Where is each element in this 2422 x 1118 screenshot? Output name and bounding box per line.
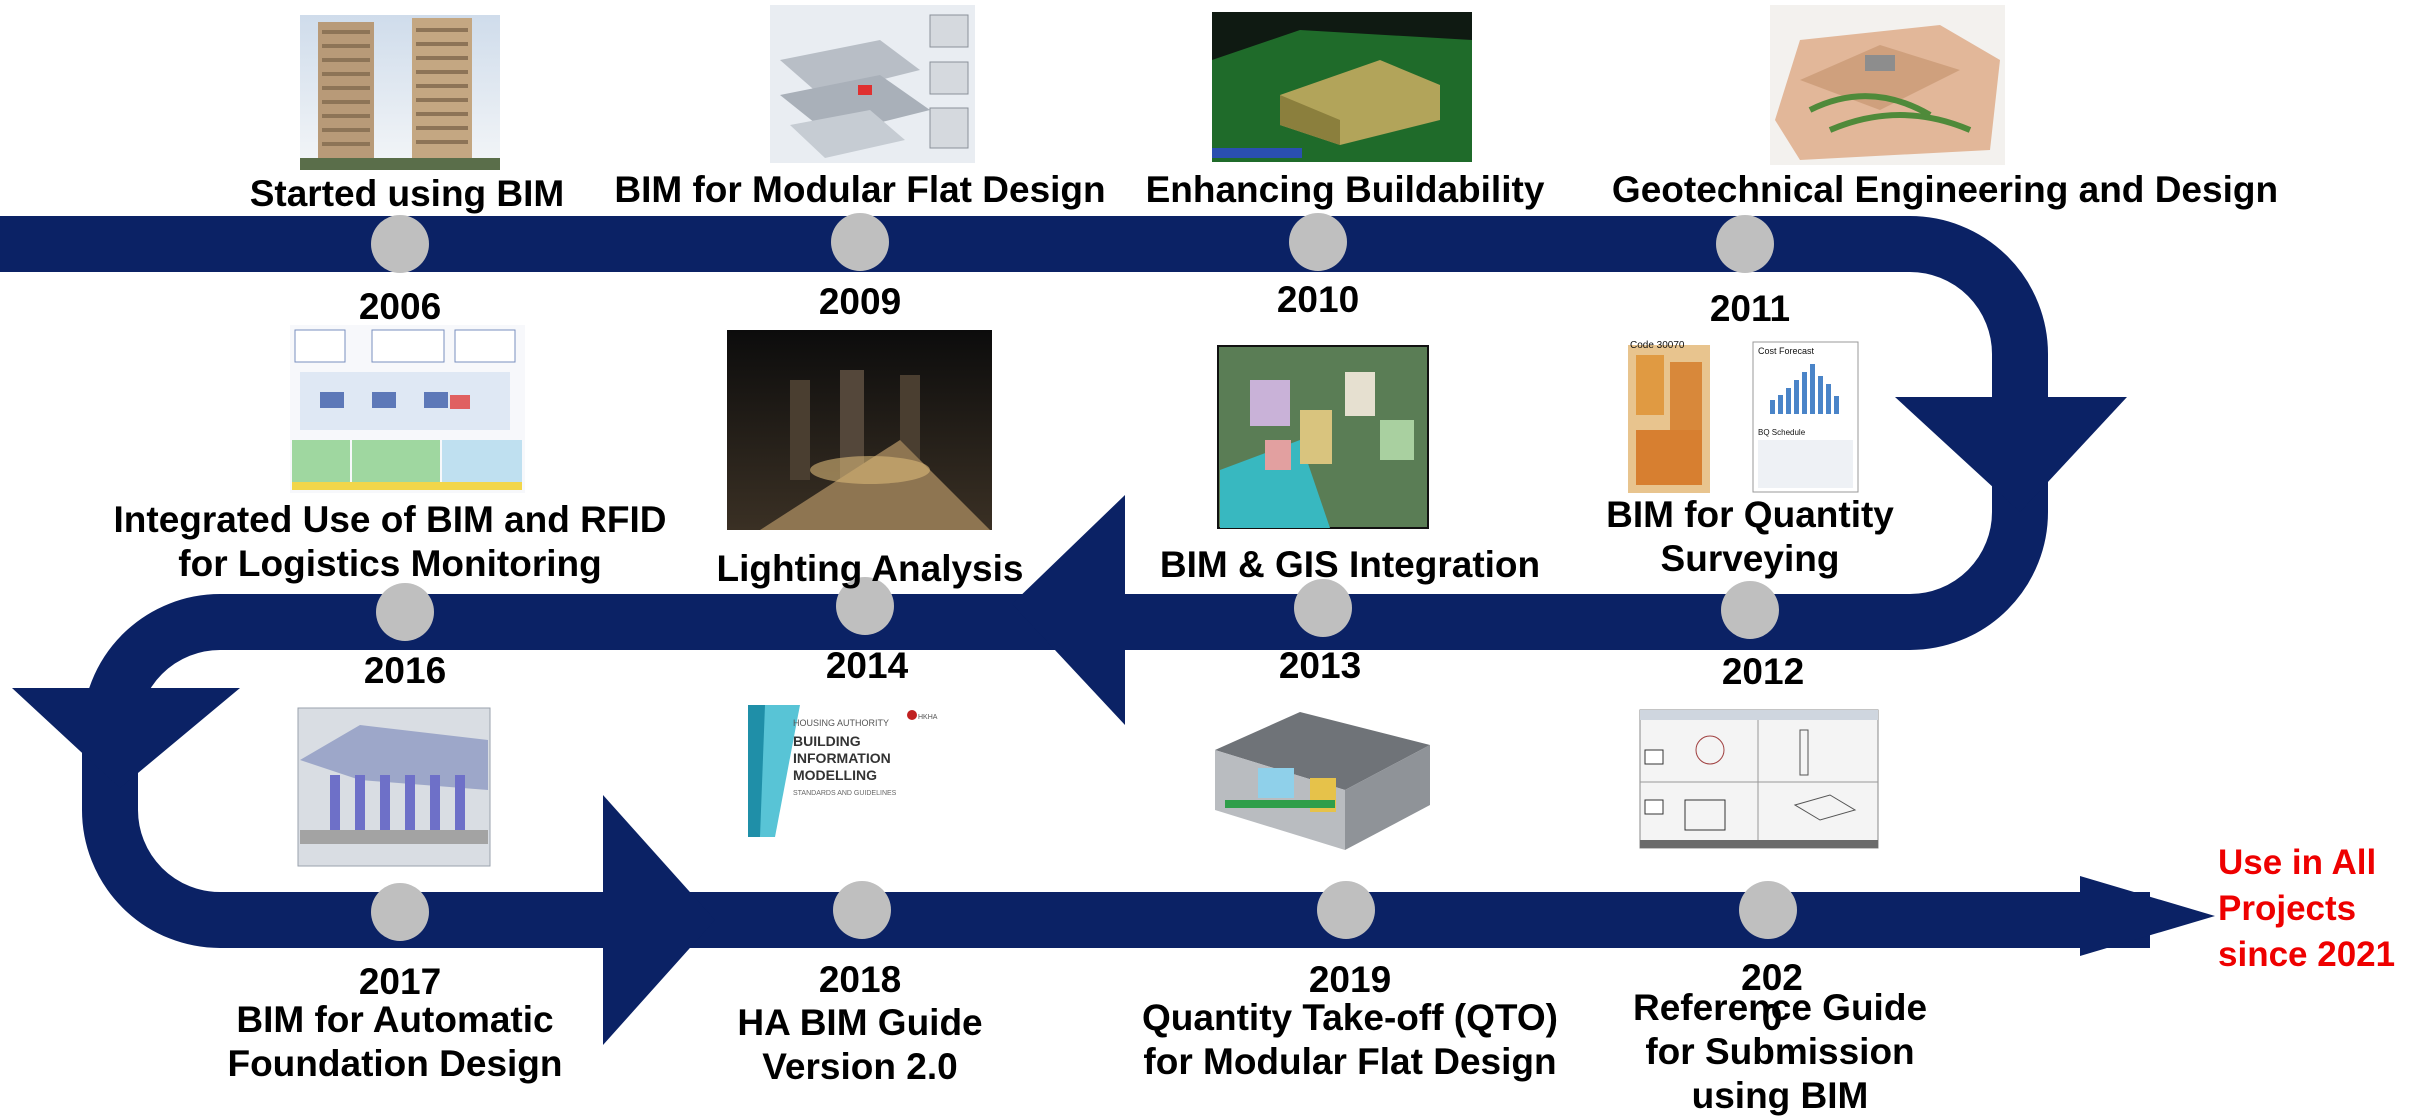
label-2017: BIM for Automatic Foundation Design (195, 998, 595, 1086)
label-2012: BIM for Quantity Surveying (1580, 493, 1920, 581)
final-statement: Use in All Projects since 2021 (2218, 840, 2418, 978)
label-2006: Started using BIM (249, 173, 565, 214)
buildability-model (1212, 12, 1472, 162)
guide-line-5: STANDARDS AND GUIDELINES (793, 790, 897, 797)
node-circles (371, 213, 1797, 941)
foundation-model (297, 707, 491, 867)
year-2016: 2016 (363, 650, 447, 691)
guide-line-2: BUILDING (793, 733, 861, 749)
quantity-surveying-panel (1628, 341, 1859, 493)
qto-model (1205, 705, 1437, 875)
node-2011 (1716, 215, 1774, 273)
arrow-right-lower (603, 795, 715, 1045)
label-2019: Quantity Take-off (QTO) for Modular Flat… (1120, 996, 1580, 1084)
label-2014: Lighting Analysis (716, 548, 1024, 589)
node-2014 (836, 577, 894, 635)
year-2020-line-1: 202 (1741, 957, 1803, 998)
label-2020-line-2: for Submission (1645, 1031, 1915, 1072)
label-2012-line-1: BIM for Quantity (1606, 494, 1894, 535)
year-2014: 2014 (825, 645, 909, 686)
gis-map (1217, 345, 1429, 529)
final-line-3: since 2021 (2218, 935, 2396, 974)
label-2011: Geotechnical Engineering and Design (1611, 169, 2279, 210)
geotechnical-model (1770, 5, 2005, 165)
guide-line-1: HOUSING AUTHORITY (793, 718, 889, 728)
label-2009: BIM for Modular Flat Design (614, 169, 1106, 210)
year-2006: 2006 (358, 286, 442, 327)
qs-table-title: BQ Schedule (1758, 428, 1806, 437)
lighting-render (727, 330, 992, 530)
qs-chart-title: Cost Forecast (1758, 346, 1815, 356)
final-line-1: Use in All (2218, 843, 2377, 882)
label-2012-line-2: Surveying (1660, 538, 1840, 579)
final-line-2: Projects (2218, 889, 2357, 928)
qs-code-label: Code 30070 (1630, 340, 1685, 351)
label-2020-line-3: using BIM (1691, 1075, 1869, 1116)
node-2019 (1317, 881, 1375, 939)
node-2009 (831, 213, 889, 271)
towers-photo (300, 15, 500, 170)
guide-line-4: MODELLING (793, 767, 877, 783)
year-2011: 2011 (1709, 288, 1791, 329)
label-2016-line-1: Integrated Use of BIM and RFID (113, 499, 667, 540)
node-2020 (1739, 881, 1797, 939)
bim-guide-cover: HOUSING AUTHORITY BUILDING INFORMATION M… (748, 705, 938, 837)
modular-flat-model (770, 5, 975, 163)
label-2019-line-1: Quantity Take-off (QTO) (1142, 997, 1558, 1038)
year-2020-line-2: 0 (1761, 997, 1783, 1038)
year-2013: 2013 (1278, 645, 1362, 686)
guide-line-3: INFORMATION (793, 750, 891, 766)
year-2017: 2017 (358, 961, 442, 1002)
reference-guide-screenshot (1639, 709, 1879, 849)
label-2013: BIM & GIS Integration (1159, 544, 1541, 585)
year-2020: 202 0 (1697, 958, 1847, 1038)
rfid-diagram (290, 325, 525, 493)
year-2018: 2018 (818, 959, 902, 1000)
label-2018: HA BIM Guide Version 2.0 (690, 1001, 1030, 1089)
label-2018-line-1: HA BIM Guide (737, 1002, 983, 1043)
year-2010: 2010 (1276, 279, 1360, 320)
guide-logo: HKHA (918, 714, 938, 721)
node-2012 (1721, 581, 1779, 639)
label-2016: Integrated Use of BIM and RFID for Logis… (90, 498, 690, 586)
year-2012: 2012 (1721, 651, 1805, 692)
label-2016-line-2: for Logistics Monitoring (178, 543, 602, 584)
arrow-end (2080, 876, 2215, 956)
label-2010: Enhancing Buildability (1145, 169, 1545, 210)
label-2018-line-2: Version 2.0 (762, 1046, 958, 1087)
node-2018 (833, 881, 891, 939)
year-2019: 2019 (1308, 959, 1392, 1000)
arrow-down-right (1895, 397, 2127, 512)
arrow-down-left (12, 688, 240, 788)
node-2017 (371, 883, 429, 941)
label-2020-line-1: Reference Guide (1632, 987, 1928, 1028)
label-2017-line-1: BIM for Automatic (236, 999, 554, 1040)
label-2020: Reference Guide for Submission using BIM (1620, 986, 1940, 1118)
arrow-left-middle (1012, 495, 1125, 725)
label-2017-line-2: Foundation Design (227, 1043, 563, 1084)
node-2006 (371, 215, 429, 273)
year-2009: 2009 (818, 281, 902, 322)
label-2019-line-2: for Modular Flat Design (1143, 1041, 1557, 1082)
node-2016 (376, 583, 434, 641)
node-2010 (1289, 213, 1347, 271)
node-2013 (1294, 579, 1352, 637)
